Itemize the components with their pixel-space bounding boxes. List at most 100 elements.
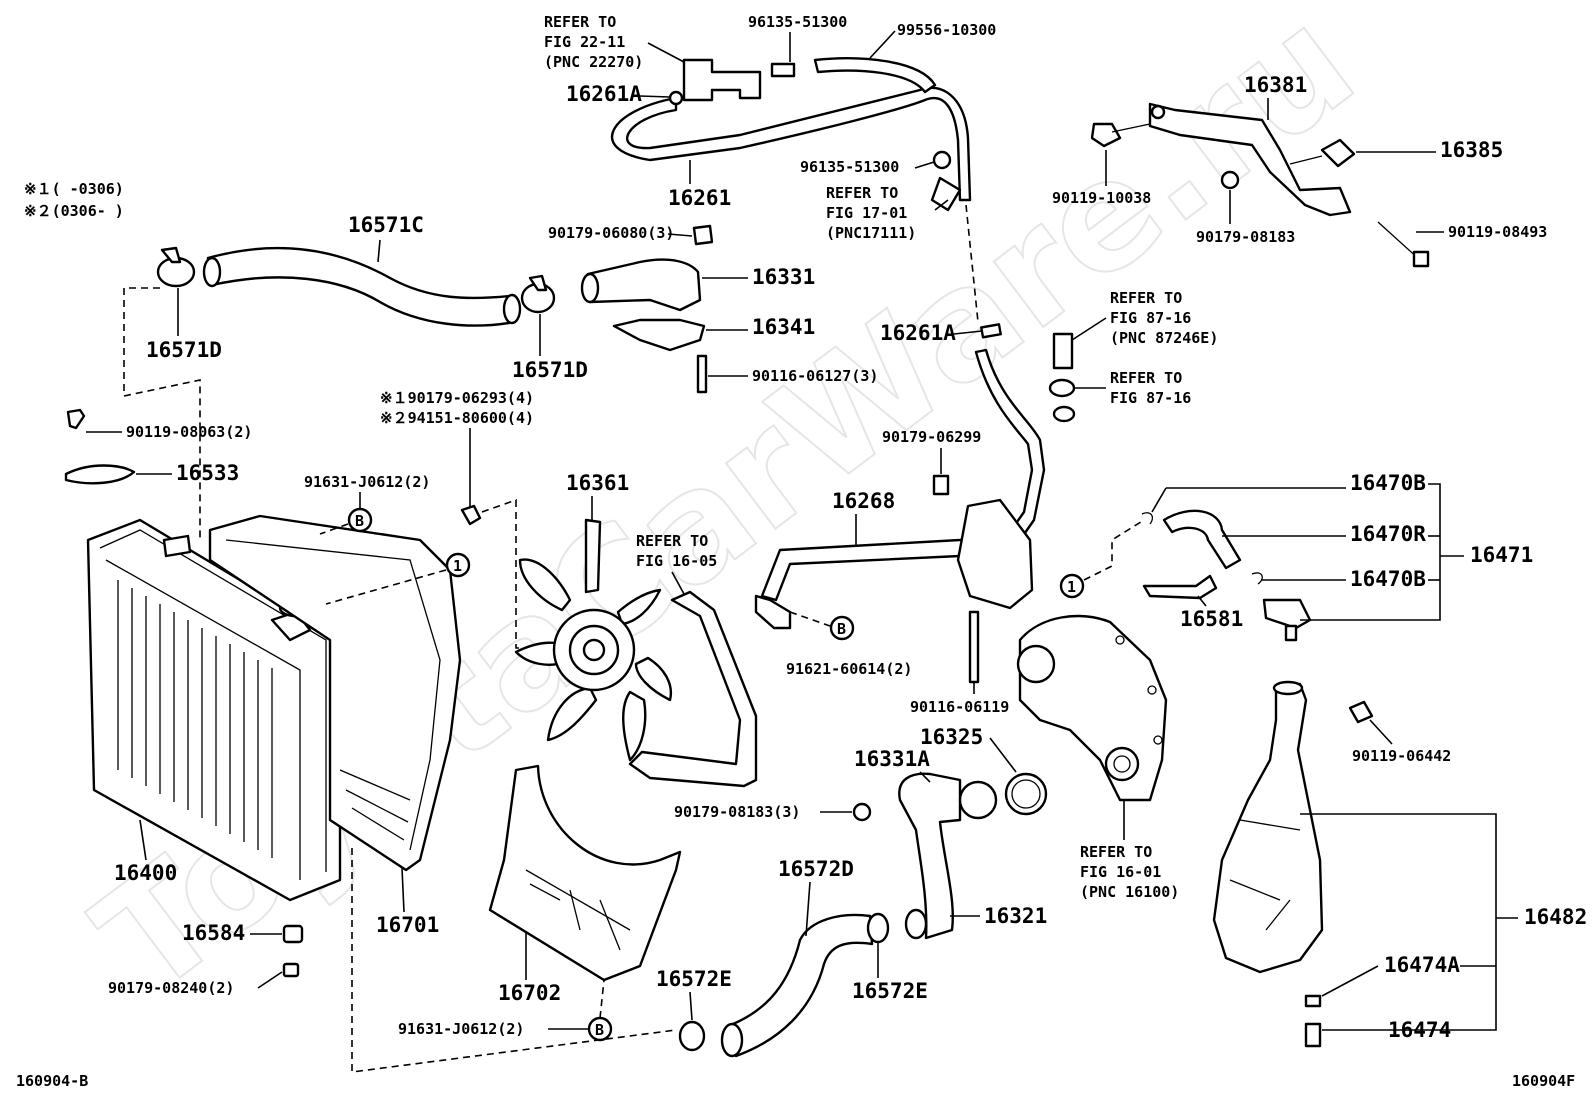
reservoir-16482 bbox=[1212, 680, 1324, 974]
ref-16-05-line1: REFER TO bbox=[636, 532, 708, 550]
figure-code-left: 160904-B bbox=[16, 1072, 88, 1090]
label-16470B-bottom: 16470B bbox=[1350, 567, 1426, 591]
label-16474A: 16474A bbox=[1384, 953, 1460, 977]
bracket-16381 bbox=[1148, 102, 1352, 217]
ref-17-01-line2: FIG 17-01 bbox=[826, 204, 907, 222]
label-16325: 16325 bbox=[920, 725, 983, 749]
marker-B-top-text: B bbox=[355, 512, 364, 530]
ref-16-01-line1: REFER TO bbox=[1080, 843, 1152, 861]
label-16572D: 16572D bbox=[778, 857, 854, 881]
clip-16261A-top bbox=[668, 90, 684, 106]
water-outlet-16331 bbox=[580, 258, 702, 312]
label-16261: 16261 bbox=[668, 186, 731, 210]
stud-90116-06119 bbox=[968, 610, 980, 684]
marker-1-right bbox=[1059, 573, 1085, 599]
pipe-17111-stub bbox=[930, 176, 962, 212]
bypass-hose-16261 bbox=[610, 57, 972, 202]
label-90119-08493: 90119-08493 bbox=[1448, 223, 1547, 241]
bracket-16581 bbox=[1142, 574, 1218, 600]
label-90179-08240: 90179-08240(2) bbox=[108, 979, 234, 997]
ref-16-05-line2: FIG 16-05 bbox=[636, 552, 717, 570]
label-16385: 16385 bbox=[1440, 138, 1503, 162]
marker-B-mid bbox=[829, 615, 855, 641]
ref-17-01-line3: (PNC17111) bbox=[826, 224, 916, 242]
cap-16584 bbox=[282, 924, 304, 944]
label-16470R: 16470R bbox=[1350, 522, 1426, 546]
label-96135-51300-mid: 96135-51300 bbox=[800, 158, 899, 176]
label-16702: 16702 bbox=[498, 981, 561, 1005]
label-16482: 16482 bbox=[1524, 905, 1587, 929]
ref-87-16a-line3: (PNC 87246E) bbox=[1110, 329, 1218, 347]
pipe-bracket bbox=[956, 498, 1034, 610]
label-90116-06119: 90116-06119 bbox=[910, 698, 1009, 716]
marker-1-left bbox=[445, 552, 471, 578]
nut-90179-06080 bbox=[692, 224, 714, 246]
label-90119-06442: 90119-06442 bbox=[1352, 747, 1451, 765]
label-16533: 16533 bbox=[176, 461, 239, 485]
nut-90179-08240 bbox=[282, 962, 300, 978]
ref-22-11-line2: FIG 22-11 bbox=[544, 33, 625, 51]
lower-hose-16572D bbox=[726, 913, 874, 1058]
label-16331A: 16331A bbox=[854, 747, 930, 771]
ref-87-16a-line2: FIG 87-16 bbox=[1110, 309, 1191, 327]
drive-belt bbox=[628, 590, 758, 788]
label-16571C: 16571C bbox=[348, 213, 424, 237]
ref-22-11-line3: (PNC 22270) bbox=[544, 53, 643, 71]
label-94151-80600: ※２94151-80600(4) bbox=[380, 409, 534, 427]
label-16470B-top: 16470B bbox=[1350, 471, 1426, 495]
plug-16474 bbox=[1304, 1022, 1322, 1048]
valve-22270 bbox=[682, 58, 796, 102]
label-90119-08063: 90119-08063(2) bbox=[126, 423, 252, 441]
cushion-16533 bbox=[64, 464, 136, 485]
bolt-90119-08063 bbox=[66, 408, 86, 430]
label-16584: 16584 bbox=[182, 921, 245, 945]
label-16341: 16341 bbox=[752, 315, 815, 339]
label-16321: 16321 bbox=[984, 904, 1047, 928]
marker-B-mid-text: B bbox=[837, 620, 846, 638]
label-16361: 16361 bbox=[566, 471, 629, 495]
reservoir-hose-16470R bbox=[1162, 509, 1242, 570]
marker-1-right-text: 1 bbox=[1067, 578, 1076, 596]
clamp-16572E-mid bbox=[866, 912, 890, 944]
gasket-16341 bbox=[612, 318, 706, 352]
label-16474: 16474 bbox=[1388, 1018, 1451, 1042]
fan-shroud-16701 bbox=[208, 514, 462, 872]
clamp-16571D-right bbox=[520, 274, 556, 314]
label-16701: 16701 bbox=[376, 913, 439, 937]
label-16571D-right: 16571D bbox=[512, 358, 588, 382]
label-91631-J0612-top: 91631-J0612(2) bbox=[304, 473, 430, 491]
clamp-16470B-top bbox=[1141, 512, 1154, 525]
fan-16361 bbox=[514, 518, 673, 762]
ref-87-16a-line1: REFER TO bbox=[1110, 289, 1182, 307]
marker-B-top bbox=[347, 507, 373, 533]
ref-22-11-line1: REFER TO bbox=[544, 13, 616, 31]
stud-90116-06127 bbox=[696, 354, 708, 394]
label-16400: 16400 bbox=[114, 861, 177, 885]
lower-shroud-16702 bbox=[488, 764, 682, 982]
stud-16385 bbox=[1320, 138, 1356, 168]
thermostat-16325 bbox=[958, 772, 1048, 820]
label-16268: 16268 bbox=[832, 489, 895, 513]
label-16381: 16381 bbox=[1244, 73, 1307, 97]
label-16581: 16581 bbox=[1180, 607, 1243, 631]
label-90179-06080: 90179-06080(3) bbox=[548, 224, 674, 242]
label-99556-10300: 99556-10300 bbox=[897, 21, 996, 39]
label-90179-08183-mid: 90179-08183(3) bbox=[674, 803, 800, 821]
ref-87-16b-line2: FIG 87-16 bbox=[1110, 389, 1191, 407]
label-16331: 16331 bbox=[752, 265, 815, 289]
label-90116-06127: 90116-06127(3) bbox=[752, 367, 878, 385]
radiator-hose-16571C bbox=[206, 246, 517, 327]
clamp-16572E-bottom bbox=[678, 1020, 706, 1052]
ref-16-01-line3: (PNC 16100) bbox=[1080, 883, 1179, 901]
label-16572E-bottom: 16572E bbox=[656, 967, 732, 991]
bolt-90119-10038 bbox=[1090, 122, 1122, 148]
figure-code-right: 160904F bbox=[1512, 1072, 1575, 1090]
label-90179-08183-right: 90179-08183 bbox=[1196, 228, 1295, 246]
clamp-16470B-bottom bbox=[1251, 572, 1263, 585]
legend-note-1: ※１( -0306) bbox=[24, 180, 124, 198]
bolt-90119-06442 bbox=[1348, 700, 1374, 724]
ref-87-16b-line1: REFER TO bbox=[1110, 369, 1182, 387]
label-96135-51300-top: 96135-51300 bbox=[748, 13, 847, 31]
